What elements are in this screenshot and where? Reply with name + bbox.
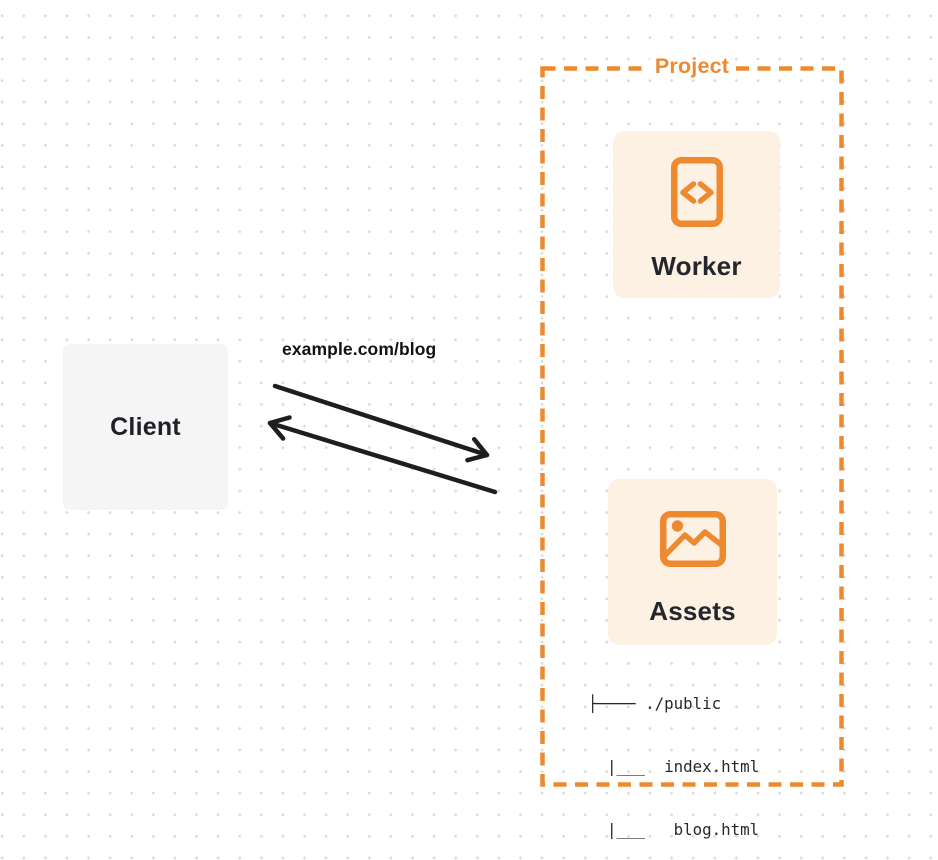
file-tree-line: |___ blog.html bbox=[588, 820, 760, 839]
assets-file-tree: ├──── ./public |___ index.html |___ blog… bbox=[588, 651, 759, 860]
file-tree-line: ├──── ./public bbox=[588, 694, 722, 713]
file-tree-line: |___ index.html bbox=[588, 757, 760, 776]
client-node: Client bbox=[63, 344, 228, 510]
client-label: Client bbox=[110, 412, 181, 441]
project-container: Project Worker Assets bbox=[540, 53, 844, 839]
request-arrow bbox=[272, 383, 490, 463]
worker-node: Worker bbox=[613, 131, 780, 298]
response-arrow bbox=[267, 415, 498, 495]
request-url-label: example.com/blog bbox=[282, 339, 437, 359]
code-document-icon bbox=[670, 157, 723, 227]
project-dashed-border bbox=[540, 66, 844, 787]
assets-node: Assets bbox=[608, 479, 777, 645]
project-title: Project bbox=[649, 53, 735, 79]
image-icon bbox=[659, 511, 726, 567]
worker-label: Worker bbox=[651, 251, 742, 281]
assets-label: Assets bbox=[649, 596, 736, 626]
